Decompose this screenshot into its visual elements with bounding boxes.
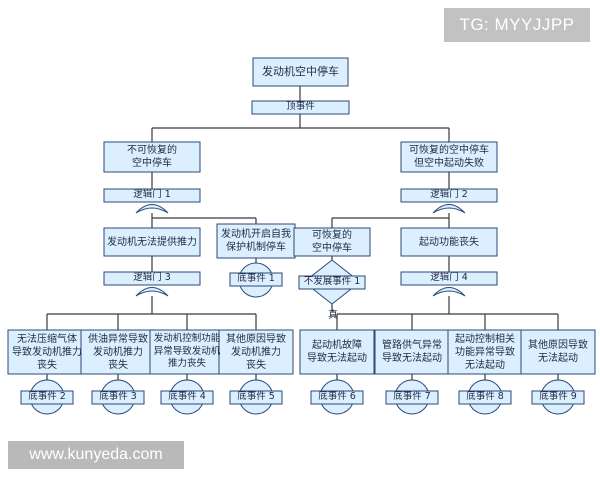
gate2-shape: [432, 204, 466, 214]
l3-4-box: [218, 329, 294, 375]
l2-d-box: [400, 227, 498, 257]
l3-7-box: [447, 329, 523, 375]
base6-label-box: [310, 390, 364, 405]
l1-left-box: [103, 141, 201, 173]
base3-label-box: [91, 390, 145, 405]
gate2-label-box: [400, 188, 498, 203]
top-event-label-box: [251, 100, 350, 115]
l3-5-box: [299, 329, 375, 375]
base8-label-box: [458, 390, 512, 405]
gate1-label-box: [103, 188, 201, 203]
l1-right-box: [400, 141, 498, 173]
base4-label-box: [160, 390, 214, 405]
gate1-shape: [135, 204, 169, 214]
base2-label-box: [20, 390, 74, 405]
l2-b-box: [216, 223, 296, 259]
base5-label-box: [229, 390, 283, 405]
base9-label-box: [531, 390, 585, 405]
base7-label-box: [385, 390, 439, 405]
watermark-tg: TG: MYYJJPP: [444, 8, 590, 42]
l3-6-box: [374, 329, 450, 375]
gate3-shape: [135, 287, 169, 297]
l3-3-box: [149, 329, 225, 375]
true-label: 真: [328, 310, 338, 321]
l3-2-box: [80, 329, 156, 375]
base1-label-box: [229, 272, 283, 287]
gate3-label-box: [103, 271, 201, 286]
l2-c-box: [293, 227, 371, 257]
top-event-box: [252, 57, 349, 87]
event-shapes: [7, 57, 596, 415]
l3-8-box: [520, 329, 596, 375]
undeveloped-label-box: [298, 275, 366, 290]
l3-1-box: [7, 329, 87, 375]
l2-a-box: [103, 227, 201, 257]
connector-lines: [46, 86, 559, 380]
watermark-url: www.kunyeda.com: [8, 441, 184, 469]
gate4-shape: [432, 287, 466, 297]
gate4-label-box: [400, 271, 498, 286]
